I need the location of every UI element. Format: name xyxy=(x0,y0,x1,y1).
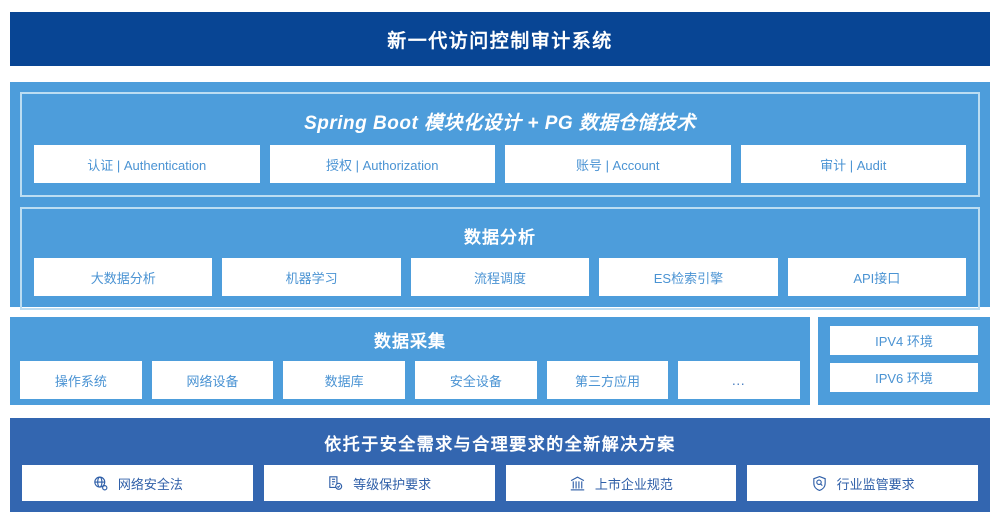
page-title: 新一代访问控制审计系统 xyxy=(387,30,613,52)
data-collection-section: 数据采集 操作系统 网络设备 数据库 安全设备 第三方应用 … xyxy=(10,317,810,405)
card-security-device[interactable]: 安全设备 xyxy=(415,361,537,399)
card-database[interactable]: 数据库 xyxy=(283,361,406,399)
card-es-search-engine[interactable]: ES检索引擎 xyxy=(599,258,778,296)
card-process-scheduling[interactable]: 流程调度 xyxy=(410,258,590,296)
card-classified-protection-label: 等级保护要求 xyxy=(353,476,432,492)
card-listed-company-norms[interactable]: 上市企业规范 xyxy=(505,465,737,501)
data-collection-title: 数据采集 xyxy=(374,332,446,351)
card-audit[interactable]: 审计 | Audit xyxy=(740,145,966,183)
card-network-device[interactable]: 网络设备 xyxy=(151,361,274,399)
card-authorization[interactable]: 授权 | Authorization xyxy=(269,145,495,183)
solution-cards: 网络安全法 等级保护要求 xyxy=(22,465,978,501)
card-account[interactable]: 账号 | Account xyxy=(505,145,731,183)
panel-springboot: Spring Boot 模块化设计 + PG 数据仓储技术 认证 | Authe… xyxy=(20,92,980,197)
card-industry-regulation[interactable]: 行业监管要求 xyxy=(747,465,978,501)
card-cybersecurity-law-label: 网络安全法 xyxy=(117,476,183,492)
card-machine-learning[interactable]: 机器学习 xyxy=(222,258,401,296)
panel-springboot-title: Spring Boot 模块化设计 + PG 数据仓储技术 xyxy=(304,113,696,134)
shield-search-icon xyxy=(811,475,828,492)
globe-network-icon xyxy=(92,475,109,492)
card-ipv4-environment[interactable]: IPV4 环境 xyxy=(830,326,978,355)
card-api-interface[interactable]: API接口 xyxy=(787,258,967,296)
solution-section: 依托于安全需求与合理要求的全新解决方案 网络安全法 xyxy=(10,418,990,512)
card-big-data-analysis[interactable]: 大数据分析 xyxy=(34,258,213,296)
document-check-icon xyxy=(327,475,344,492)
solution-title: 依托于安全需求与合理要求的全新解决方案 xyxy=(324,435,676,454)
panel-data-analysis-cards: 大数据分析 机器学习 流程调度 ES检索引擎 API接口 xyxy=(34,258,967,296)
panel-springboot-cards: 认证 | Authentication 授权 | Authorization 账… xyxy=(34,145,966,183)
page-header: 新一代访问控制审计系统 xyxy=(10,12,990,66)
card-cybersecurity-law[interactable]: 网络安全法 xyxy=(22,465,253,501)
architecture-section: Spring Boot 模块化设计 + PG 数据仓储技术 认证 | Authe… xyxy=(10,82,990,310)
card-listed-company-norms-label: 上市企业规范 xyxy=(594,476,673,492)
panel-data-analysis-title: 数据分析 xyxy=(464,228,536,247)
environment-section: IPV4 环境 IPV6 环境 xyxy=(818,317,990,405)
panel-data-analysis: 数据分析 大数据分析 机器学习 流程调度 ES检索引擎 API接口 xyxy=(20,207,980,310)
bank-building-icon xyxy=(569,475,586,492)
card-third-party-app[interactable]: 第三方应用 xyxy=(546,361,669,399)
card-operating-system[interactable]: 操作系统 xyxy=(20,361,142,399)
card-ipv6-environment[interactable]: IPV6 环境 xyxy=(830,363,978,392)
card-authentication[interactable]: 认证 | Authentication xyxy=(34,145,260,183)
card-industry-regulation-label: 行业监管要求 xyxy=(836,476,915,492)
data-collection-cards: 操作系统 网络设备 数据库 安全设备 第三方应用 … xyxy=(20,361,801,399)
card-classified-protection[interactable]: 等级保护要求 xyxy=(263,465,495,501)
card-more-ellipsis[interactable]: … xyxy=(678,361,801,399)
